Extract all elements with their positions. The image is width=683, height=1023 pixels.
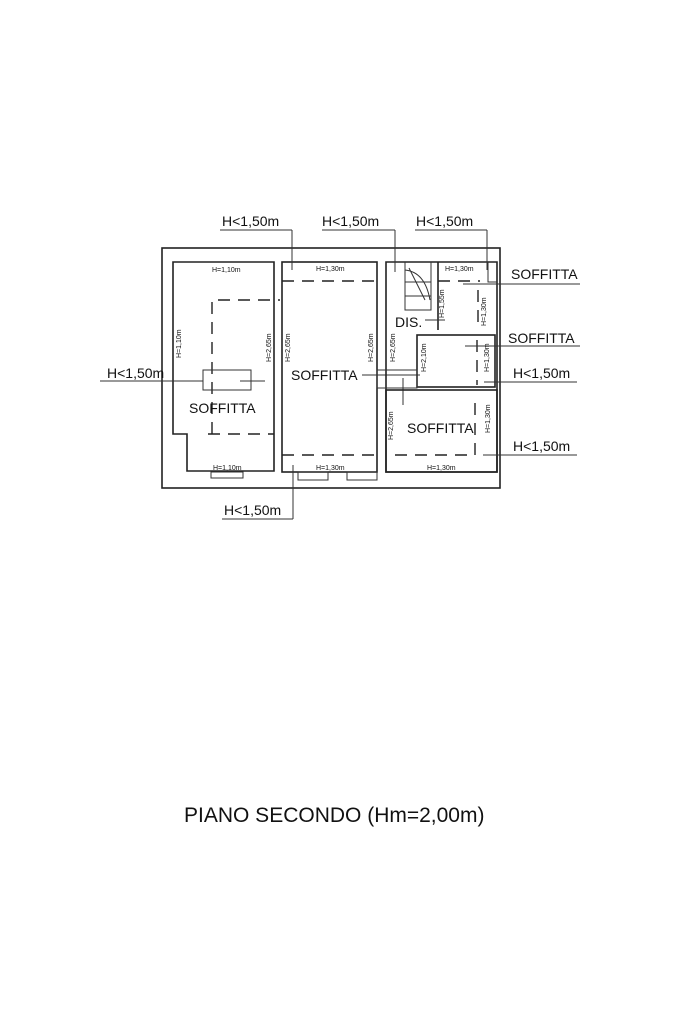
label-top-3: H<1,50m bbox=[416, 213, 473, 229]
dim-right-mid-left: H=2,10m bbox=[421, 343, 428, 372]
right-mid-room bbox=[416, 334, 496, 388]
label-bottom: H<1,50m bbox=[224, 502, 281, 518]
stair-arc bbox=[404, 267, 431, 301]
room-label-landing: DIS. bbox=[395, 314, 422, 330]
left-chimney bbox=[202, 369, 252, 391]
dim-center-bottom: H=1,30m bbox=[316, 465, 345, 472]
right-low-room bbox=[385, 389, 498, 473]
label-top-2: H<1,50m bbox=[322, 213, 379, 229]
dim-right-top: H=1,30m bbox=[445, 266, 474, 273]
stair-well bbox=[404, 262, 432, 311]
dim-right-upper-side: H=1,30m bbox=[481, 297, 488, 326]
label-right-hlimit-2: H<1,50m bbox=[513, 438, 570, 454]
dim-right-mid-right: H=1,30m bbox=[484, 343, 491, 372]
dim-stair-side: H=1,55m bbox=[439, 289, 446, 318]
dim-right-low-left: H=2,65m bbox=[388, 411, 395, 440]
dim-center-top: H=1,30m bbox=[316, 266, 345, 273]
dim-left-top: H=1,10m bbox=[212, 267, 241, 274]
dim-left-bottom: H=1,10m bbox=[213, 465, 242, 472]
dim-right-low-right: H=1,30m bbox=[485, 404, 492, 433]
dim-left-side: H=1,10m bbox=[176, 329, 183, 358]
center-window-1 bbox=[297, 471, 329, 481]
passage bbox=[376, 369, 418, 389]
dim-mid-wall: H=2,65m bbox=[390, 333, 397, 362]
label-right-soffitta-1: SOFFITTA bbox=[511, 266, 578, 282]
center-window-2 bbox=[346, 471, 378, 481]
plan-title: PIANO SECONDO (Hm=2,00m) bbox=[184, 804, 484, 827]
dim-left-inner: H=2,65m bbox=[266, 333, 273, 362]
room-label-center: SOFFITTA bbox=[291, 367, 358, 383]
dim-center-right: H=2,65m bbox=[368, 333, 375, 362]
right-low-ceiling bbox=[395, 395, 476, 456]
dim-center-left: H=2,65m bbox=[285, 333, 292, 362]
room-label-left: SOFFITTA bbox=[189, 400, 256, 416]
label-right-soffitta-2: SOFFITTA bbox=[508, 330, 575, 346]
left-window bbox=[210, 471, 244, 479]
right-notch bbox=[487, 262, 497, 283]
dim-right-bottom: H=1,30m bbox=[427, 465, 456, 472]
room-label-bottom-right: SOFFITTA bbox=[407, 420, 474, 436]
center-room-wall bbox=[281, 261, 378, 473]
left-room-ceiling-line bbox=[211, 299, 280, 434]
left-room-wall bbox=[172, 261, 275, 472]
label-left: H<1,50m bbox=[107, 365, 164, 381]
label-top-1: H<1,50m bbox=[222, 213, 279, 229]
label-right-hlimit-1: H<1,50m bbox=[513, 365, 570, 381]
outer-wall bbox=[161, 247, 501, 489]
